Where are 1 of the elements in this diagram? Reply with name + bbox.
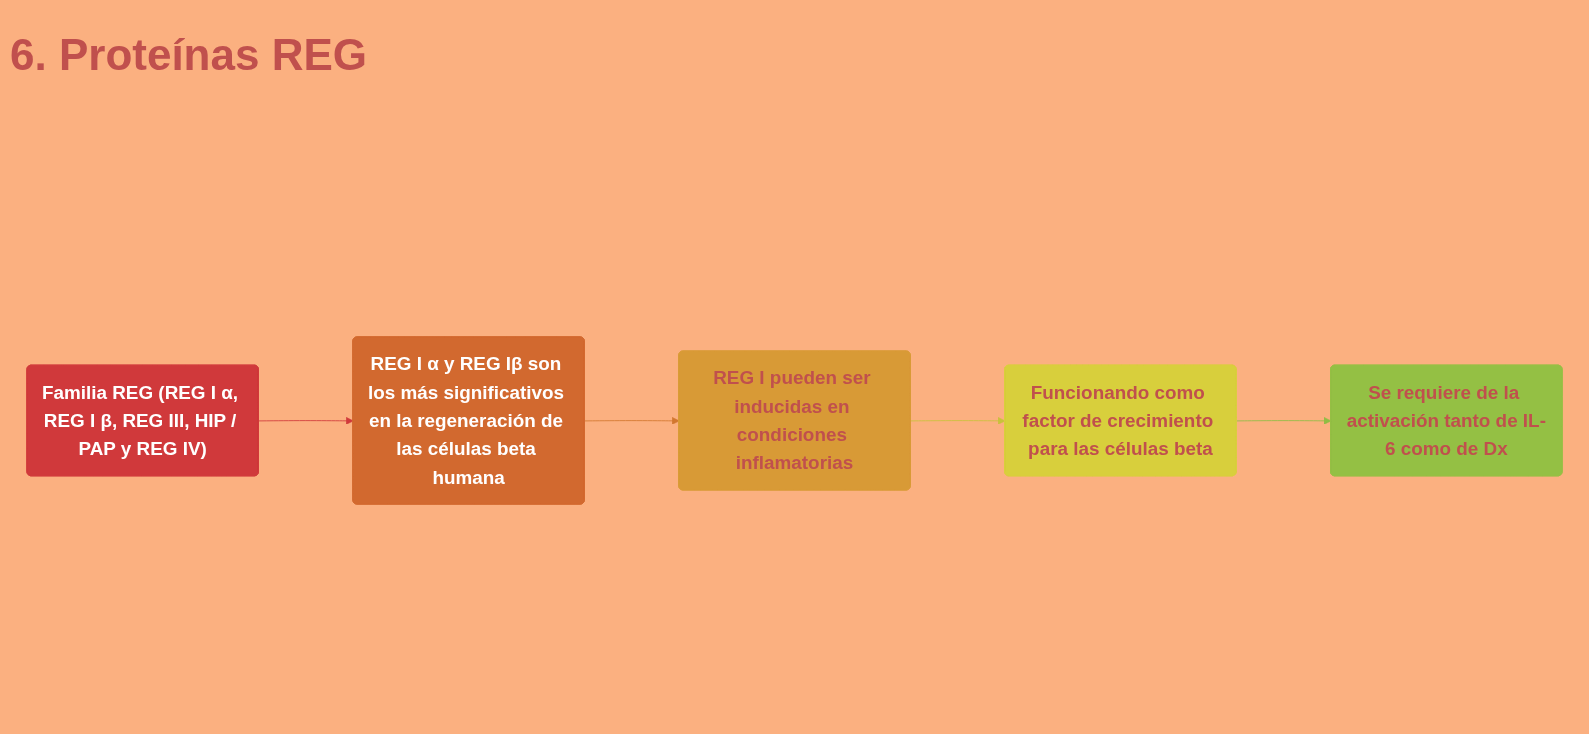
title: 6. Proteínas REG <box>10 30 367 80</box>
